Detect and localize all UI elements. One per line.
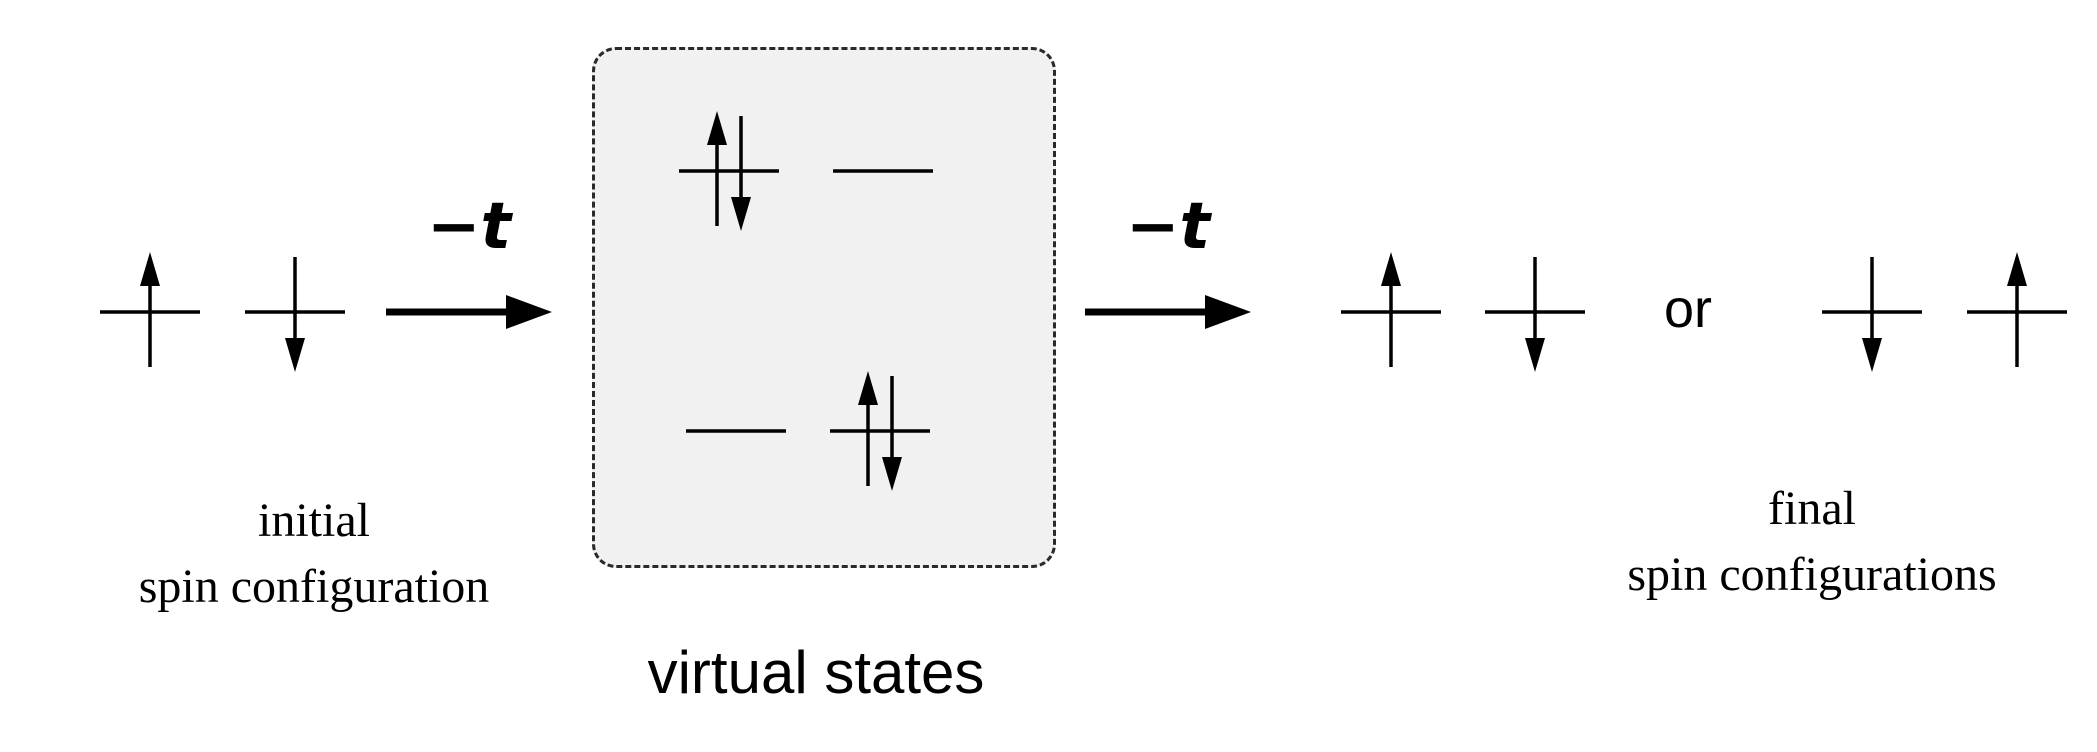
virtual-states-box <box>592 47 1056 568</box>
initial-spin-site-right <box>230 232 360 392</box>
final-configurations-label: final spin configurations <box>1512 476 2097 608</box>
final-config2-site-left <box>1807 232 1937 392</box>
hopping-arrow-left-icon <box>386 295 552 329</box>
virtual-bottom-doubly-occupied-site <box>815 351 945 511</box>
final-config2-site-right <box>1952 232 2082 392</box>
initial-configuration-label: initial spin configuration <box>14 488 614 620</box>
virtual-top-doubly-occupied-site <box>664 91 794 251</box>
final-label-line2: spin configurations <box>1627 548 1997 601</box>
initial-label-line2: spin configuration <box>138 560 490 613</box>
virtual-states-label: virtual states <box>647 639 985 706</box>
virtual-top-empty-site <box>818 91 948 251</box>
virtual-bottom-empty-site <box>671 351 801 511</box>
hopping-amplitude-label-left: −t <box>426 190 512 264</box>
final-label-line1: final <box>1768 482 1856 535</box>
hopping-arrow-right-icon <box>1085 295 1251 329</box>
final-config1-site-right <box>1470 232 1600 392</box>
or-label: or <box>1663 279 1712 339</box>
initial-spin-site-left <box>85 232 215 392</box>
initial-label-line1: initial <box>258 494 370 547</box>
final-config1-site-left <box>1326 232 1456 392</box>
hopping-amplitude-label-right: −t <box>1125 190 1211 264</box>
